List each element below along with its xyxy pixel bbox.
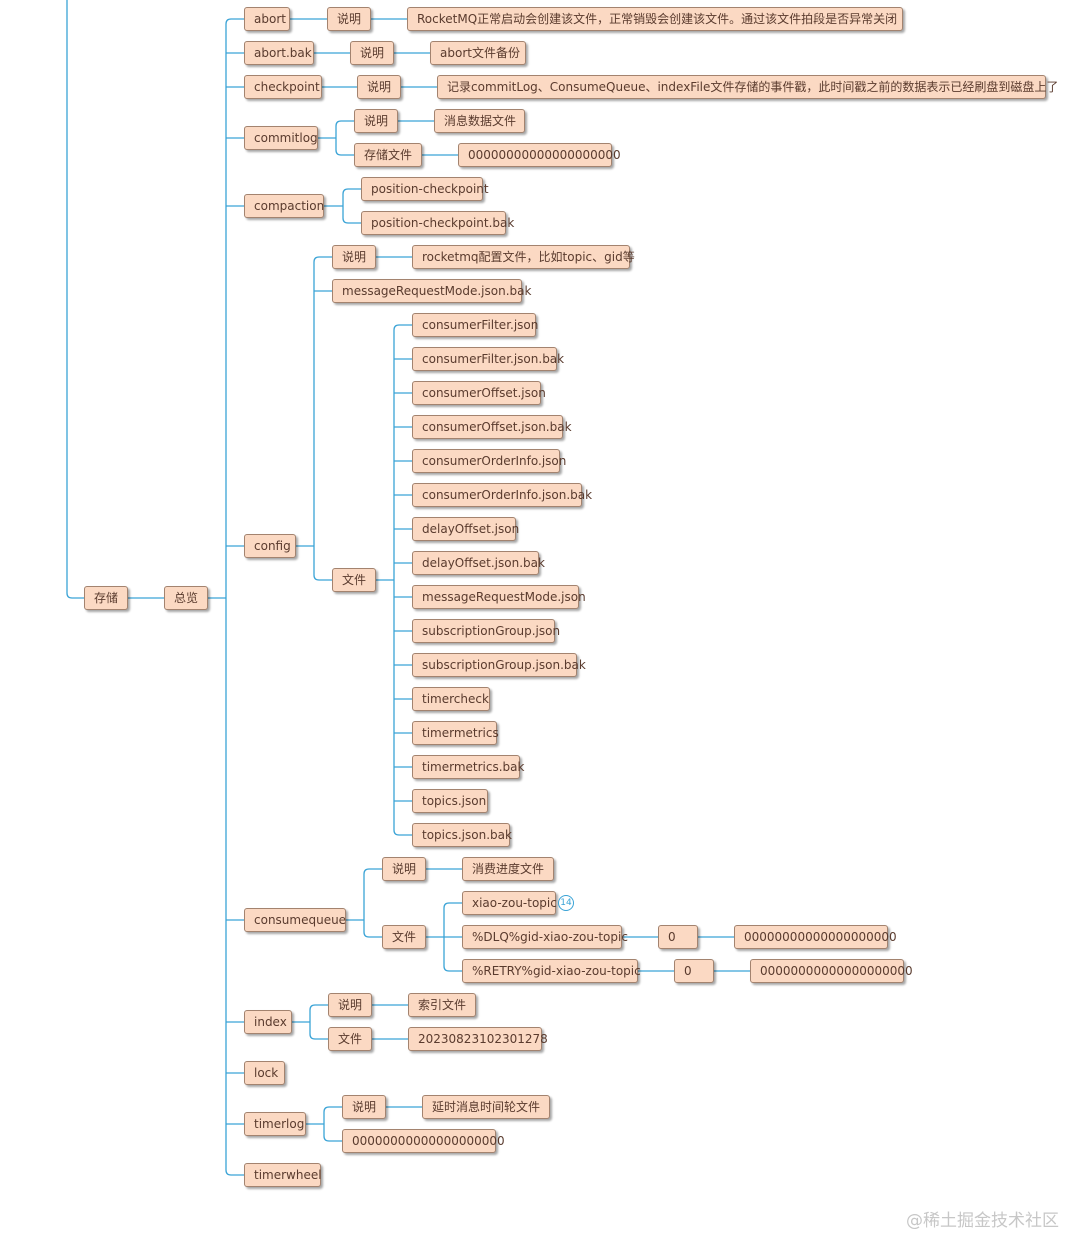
node-commitlog[interactable]: commitlog <box>244 126 318 150</box>
node-checkpoint-desc-key[interactable]: 说明 <box>357 75 401 99</box>
node-config-file[interactable]: delayOffset.json <box>412 517 519 541</box>
connector <box>363 868 382 875</box>
connector <box>323 1106 342 1113</box>
node-config-file[interactable]: consumerFilter.json <box>412 313 538 337</box>
node-config-file[interactable]: topics.json <box>412 789 488 813</box>
node-index-desc-key[interactable]: 说明 <box>328 993 372 1017</box>
node-config-file[interactable]: subscriptionGroup.json.bak <box>412 653 586 677</box>
node-consumequeue-dlq[interactable]: %DLQ%gid-xiao-zou-topic <box>462 925 628 949</box>
watermark: @稀土掘金技术社区 <box>906 1211 1059 1231</box>
node-consumequeue-dlq-file[interactable]: 00000000000000000000 <box>734 925 897 949</box>
node-timerlog-desc[interactable]: 延时消息时间轮文件 <box>422 1095 550 1119</box>
node-config-file[interactable]: timermetrics <box>412 721 499 745</box>
connector <box>66 0 84 599</box>
node-checkpoint[interactable]: checkpoint <box>244 75 322 99</box>
node-storage-root[interactable]: 存储 <box>84 586 128 610</box>
connector <box>313 574 332 581</box>
node-config-file[interactable]: consumerOffset.json.bak <box>412 415 572 439</box>
connector <box>225 18 244 25</box>
node-timerwheel[interactable]: timerwheel <box>244 1163 322 1187</box>
node-index-desc[interactable]: 索引文件 <box>408 993 476 1017</box>
node-consumequeue-topic[interactable]: xiao-zou-topic <box>462 891 557 915</box>
connector <box>335 120 354 127</box>
node-abort-desc[interactable]: RocketMQ正常启动会创建该文件，正常销毁会创建该文件。通过该文件拍段是否异… <box>407 7 903 31</box>
node-consumequeue-retry[interactable]: %RETRY%gid-xiao-zou-topic <box>462 959 641 983</box>
node-config-bak[interactable]: messageRequestMode.json.bak <box>332 279 531 303</box>
node-consumequeue-desc-key[interactable]: 说明 <box>382 857 426 881</box>
node-config[interactable]: config <box>244 534 296 558</box>
node-compaction[interactable]: compaction <box>244 194 324 218</box>
node-config-files-key[interactable]: 文件 <box>332 568 376 592</box>
connector <box>309 1004 328 1011</box>
node-commitlog-desc-key[interactable]: 说明 <box>354 109 398 133</box>
connector <box>323 1135 342 1142</box>
connector <box>363 931 382 938</box>
node-checkpoint-desc[interactable]: 记录commitLog、ConsumeQueue、indexFile文件存储的事… <box>437 75 1058 99</box>
node-config-desc-key[interactable]: 说明 <box>332 245 376 269</box>
node-timerlog-file[interactable]: 00000000000000000000 <box>342 1129 505 1153</box>
node-consumequeue-retry-queue[interactable]: 0 <box>674 959 714 983</box>
node-commitlog-file-key[interactable]: 存储文件 <box>354 143 422 167</box>
connector <box>443 902 462 909</box>
node-commitlog-file[interactable]: 00000000000000000000 <box>458 143 621 167</box>
node-abort-bak[interactable]: abort.bak <box>244 41 314 65</box>
node-config-file[interactable]: timermetrics.bak <box>412 755 524 779</box>
node-index-file-key[interactable]: 文件 <box>328 1027 372 1051</box>
node-config-file[interactable]: consumerOrderInfo.json <box>412 449 566 473</box>
node-config-file[interactable]: consumerOrderInfo.json.bak <box>412 483 592 507</box>
node-compaction-item[interactable]: position-checkpoint <box>361 177 489 201</box>
node-abort-bak-desc[interactable]: abort文件备份 <box>430 41 526 65</box>
node-consumequeue-dlq-queue[interactable]: 0 <box>658 925 698 949</box>
node-abort-bak-desc-key[interactable]: 说明 <box>350 41 394 65</box>
collapsed-count-badge[interactable]: 14 <box>558 895 574 911</box>
connector <box>313 256 332 263</box>
node-timerlog[interactable]: timerlog <box>244 1112 306 1136</box>
node-config-file[interactable]: topics.json.bak <box>412 823 512 847</box>
node-config-file[interactable]: timercheck <box>412 687 490 711</box>
node-consumequeue[interactable]: consumequeue <box>244 908 346 932</box>
node-index[interactable]: index <box>244 1010 292 1034</box>
connector <box>443 965 462 972</box>
connector <box>309 1033 328 1040</box>
node-overview[interactable]: 总览 <box>164 586 208 610</box>
connector <box>335 149 354 156</box>
node-config-file[interactable]: consumerFilter.json.bak <box>412 347 564 371</box>
connector <box>393 829 412 836</box>
node-compaction-item[interactable]: position-checkpoint.bak <box>361 211 514 235</box>
node-consumequeue-files-key[interactable]: 文件 <box>382 925 426 949</box>
connector <box>225 1169 244 1176</box>
connector <box>342 188 361 195</box>
connector <box>393 324 412 331</box>
node-abort[interactable]: abort <box>244 7 290 31</box>
node-lock[interactable]: lock <box>244 1061 285 1085</box>
node-config-file[interactable]: delayOffset.json.bak <box>412 551 545 575</box>
node-timerlog-desc-key[interactable]: 说明 <box>342 1095 386 1119</box>
node-config-file[interactable]: messageRequestMode.json <box>412 585 586 609</box>
node-config-file[interactable]: consumerOffset.json <box>412 381 546 405</box>
node-commitlog-desc[interactable]: 消息数据文件 <box>434 109 525 133</box>
connector <box>342 217 361 224</box>
node-consumequeue-retry-file[interactable]: 00000000000000000000 <box>750 959 913 983</box>
node-consumequeue-desc[interactable]: 消费进度文件 <box>462 857 554 881</box>
node-config-file[interactable]: subscriptionGroup.json <box>412 619 560 643</box>
node-abort-desc-key[interactable]: 说明 <box>327 7 371 31</box>
node-config-desc[interactable]: rocketmq配置文件，比如topic、gid等 <box>412 245 635 269</box>
node-index-file[interactable]: 20230823102301278 <box>408 1027 548 1051</box>
